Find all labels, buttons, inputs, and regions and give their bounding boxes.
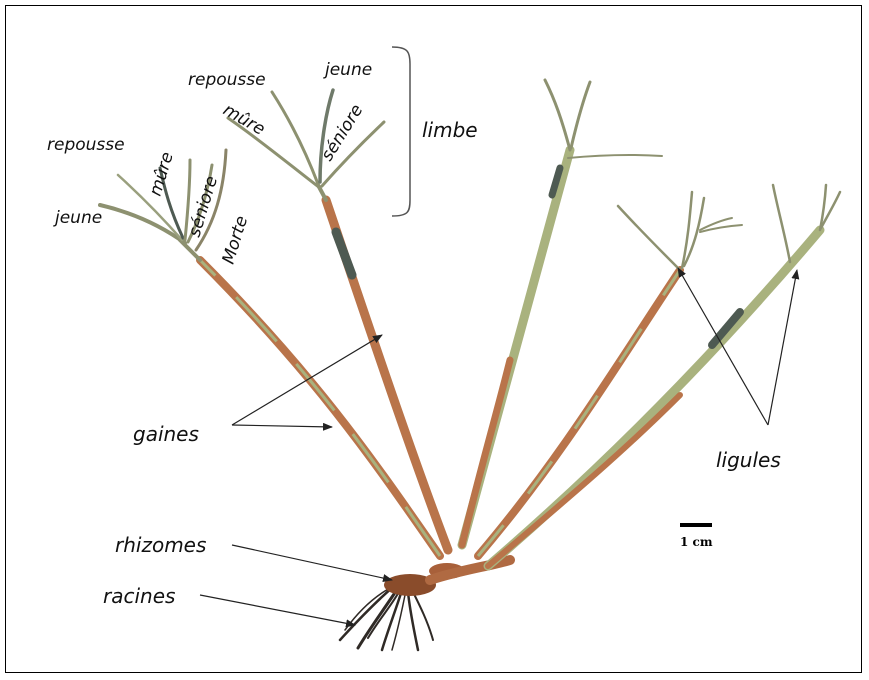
- label-mure-top: mûre: [220, 100, 269, 140]
- tiller-right-center: [478, 192, 742, 556]
- label-mure-left: mûre: [146, 150, 178, 199]
- roots: [340, 586, 433, 650]
- label-rhizomes: rhizomes: [115, 533, 206, 557]
- label-jeune-left: jeune: [53, 208, 102, 228]
- label-repousse-left: repousse: [47, 135, 125, 155]
- label-ligules: ligules: [716, 448, 781, 472]
- limbe-bracket: [392, 47, 410, 216]
- scale-label: 1 cm: [680, 535, 713, 549]
- label-morte: Morte: [219, 214, 253, 267]
- annotation-arrows: [200, 268, 797, 625]
- scale-bar: 1 cm: [680, 523, 713, 549]
- label-repousse-top: repousse: [188, 70, 266, 90]
- label-jeune-top: jeune: [323, 60, 372, 80]
- label-racines: racines: [103, 584, 175, 608]
- tiller-left: [100, 150, 440, 556]
- tiller-center: [462, 80, 662, 545]
- label-limbe: limbe: [422, 118, 478, 142]
- label-gaines: gaines: [133, 422, 199, 446]
- labels: jeune repousse mûre séniore Morte repous…: [47, 60, 781, 608]
